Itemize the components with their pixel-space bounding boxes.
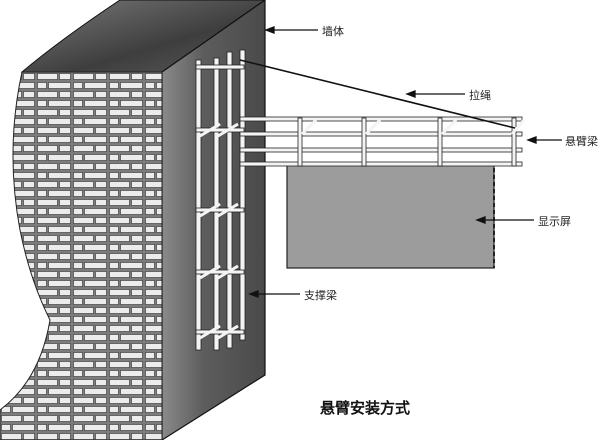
diagram-caption: 悬臂安装方式 bbox=[320, 399, 411, 417]
support-beam-frame bbox=[195, 49, 246, 351]
label-wall: 墙体 bbox=[322, 25, 344, 38]
label-support-beam: 支撑梁 bbox=[304, 289, 337, 302]
cantilever-beam-frame bbox=[239, 116, 526, 167]
callout-arrows bbox=[248, 26, 562, 298]
label-screen: 显示屏 bbox=[538, 215, 571, 228]
label-rope: 拉绳 bbox=[469, 89, 491, 102]
display-screen bbox=[286, 164, 495, 269]
label-cantilever-beam: 悬臂梁 bbox=[565, 135, 598, 148]
tension-rope bbox=[239, 59, 516, 129]
